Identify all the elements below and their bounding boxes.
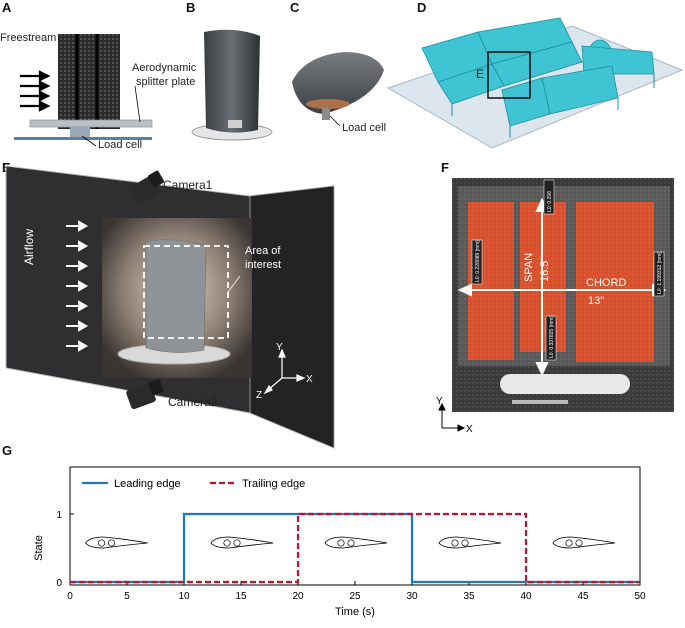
series-line-0 [70,512,640,584]
state-chart: 0 5 10 15 20 25 30 35 40 45 50 0 1 Leading edge Trai… [33,466,646,618]
airfoil-shape [324,536,388,549]
freestream-arrows [20,70,51,112]
airfoil-outline [552,536,616,549]
panel-label-f: F [441,160,449,175]
x-tick-label: 5 [124,591,130,602]
cutout-slot [500,374,630,394]
axis-z-label-e: Z [256,390,262,401]
airfoil-joint [565,539,573,547]
airfoil-joint [337,539,345,547]
y-tick-label: 1 [56,510,62,521]
chord-label: CHORD [586,277,626,289]
panel-label-c: C [290,0,300,15]
legend-label-1: Trailing edge [242,478,305,490]
gauge-label-3: L0: 0.337825 [mm] [549,316,555,358]
area-of-interest-label-2: interest [245,259,282,271]
x-tick-label: 15 [235,591,247,602]
airfoil-shape [85,536,148,549]
axes-triad-e [263,348,306,395]
airfoil-outline [85,536,148,549]
panel-label-g: G [2,443,13,458]
panel-f-figure: L0: 0.298 L0: 0.228089 [mm] L0: 0.337825… [452,178,674,412]
inset-box-e [487,51,531,99]
camera1-icon [129,170,164,205]
camera1-label: Camera1 [163,178,213,192]
airfoil-shape [552,536,616,549]
x-tick-label: 40 [520,591,532,602]
airfoil-outline [438,536,502,549]
airfoil-joint [108,539,116,547]
airflow-arrows [66,220,89,352]
airfoil-joint [223,539,231,547]
inset-label-e: E [476,67,484,81]
load-cell-label-c: Load cell [342,122,387,134]
load-cell-block [70,127,90,137]
span-value: 16.5" [539,257,551,282]
series-line-1 [70,512,640,584]
airfoil-outline [324,536,388,549]
panel-c-figure [292,52,384,127]
airfoil-joint [461,539,469,547]
y-axis-label: State [33,535,45,561]
airfoil-joint [575,539,583,547]
wing-model-b [204,29,260,133]
panel-e-figure: Y X Z [5,165,335,449]
splitter-plate [29,119,153,128]
y-tick-label: 0 [56,578,62,589]
panel-a-figure [14,34,153,147]
axis-y-label-e: Y [276,342,283,353]
airfoil-joint [233,539,241,547]
chord-value: 13" [588,295,604,307]
panel-b-figure [191,29,273,141]
splitter-label-line2: splitter plate [136,76,196,88]
airfoil-joint [98,539,106,547]
base-plate [14,137,152,140]
camera2-label: Camera2 [168,395,218,409]
x-tick-label: 30 [406,591,418,602]
area-of-interest-label-1: Area of [245,245,281,257]
gauge-label-2: L0: 0.228089 [mm] [475,240,481,282]
airflow-label: Airflow [22,228,36,265]
airfoil-joint [347,539,355,547]
span-label: SPAN [523,253,535,282]
legend-label-0: Leading edge [114,478,181,490]
load-cell-label-a: Load cell [98,139,143,151]
splitter-label-line1: Aerodynamic [132,62,197,74]
dimension-arrows [457,197,667,377]
panel-d-figure: E [386,17,684,149]
axis-y-label-f: Y [436,396,443,407]
panel-label-a: A [2,0,12,15]
gauge-label-4: L0: 1.199312 [mm] [657,252,663,294]
x-tick-label: 45 [577,591,589,602]
axes-triad-f: Y X [436,396,473,435]
x-tick-label: 0 [67,591,73,602]
freestream-label: Freestream [0,32,57,44]
load-cell-c [322,108,330,120]
panel-label-d: D [417,0,427,15]
airfoil-shape [438,536,502,549]
wing-model-c [292,52,384,114]
airfoil-outline [210,536,274,549]
x-tick-label: 35 [463,591,475,602]
panel-label-b: B [186,0,196,15]
x-tick-label: 10 [178,591,190,602]
airfoil-shape [210,536,274,549]
x-tick-label: 20 [292,591,304,602]
x-tick-label: 50 [634,591,646,602]
gauge-label-1: L0: 0.298 [547,191,553,212]
support-legs [451,74,655,138]
axis-x-label-e: X [306,374,313,385]
axis-x-label-f: X [466,424,473,435]
camera2-icon [126,378,164,409]
wing-model-e [145,239,207,353]
airfoil-joint [451,539,459,547]
x-axis-label: Time (s) [335,606,375,618]
x-tick-label: 25 [349,591,361,602]
